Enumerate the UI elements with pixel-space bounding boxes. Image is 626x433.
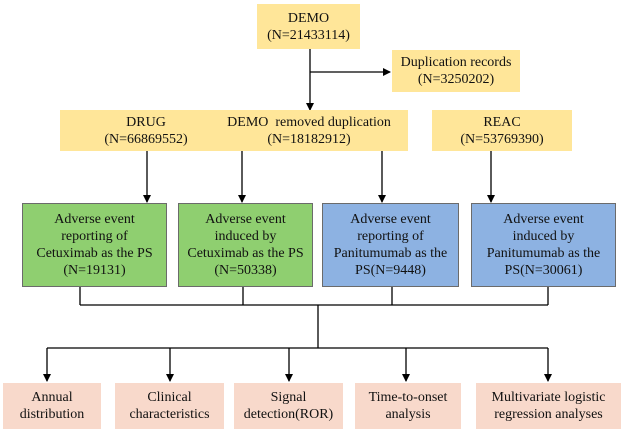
demo-box: DEMO (N=21433114) bbox=[257, 4, 360, 49]
box-line: PS(N=30061) bbox=[504, 263, 583, 278]
drug-title: DRUG bbox=[126, 114, 166, 130]
time-to-onset-box: Time-to-onset analysis bbox=[355, 383, 461, 429]
box-line: induced by bbox=[512, 229, 575, 244]
box-line: Annual bbox=[31, 390, 73, 405]
box-line: Panitumumab as the bbox=[486, 246, 601, 261]
box-line: Signal bbox=[270, 390, 307, 405]
drug-count: (N=66869552) bbox=[104, 131, 188, 147]
drug-box: DRUG (N=66869552) bbox=[60, 110, 232, 151]
reac-title: REAC bbox=[483, 114, 521, 130]
box-line: detection(ROR) bbox=[243, 407, 334, 422]
box-line: characteristics bbox=[129, 407, 210, 422]
box-line: (N=50338) bbox=[214, 263, 277, 278]
cetuximab-induced-box: Adverse event induced by Cetuximab as th… bbox=[178, 203, 313, 287]
panitumumab-reporting-box: Adverse event reporting of Panitumumab a… bbox=[322, 203, 459, 287]
cetuximab-reporting-box: Adverse event reporting of Cetuximab as … bbox=[22, 203, 167, 287]
box-line: PS(N=9448) bbox=[355, 263, 426, 278]
box-line: Multivariate logistic bbox=[491, 390, 606, 405]
box-line: Cetuximab as the PS bbox=[36, 246, 153, 261]
box-line: Adverse event bbox=[54, 212, 135, 227]
box-line: Adverse event bbox=[350, 212, 431, 227]
panitumumab-induced-box: Adverse event induced by Panitumumab as … bbox=[471, 203, 616, 287]
clinical-characteristics-box: Clinical characteristics bbox=[115, 383, 224, 429]
signal-detection-box: Signal detection(ROR) bbox=[234, 383, 343, 429]
annual-distribution-box: Annual distribution bbox=[3, 383, 101, 429]
box-line: reporting of bbox=[357, 229, 424, 244]
demo-removed-box: DEMO removed duplication (N=18182912) bbox=[210, 110, 408, 151]
box-line: regression analyses bbox=[494, 407, 603, 422]
box-line: Adverse event bbox=[503, 212, 584, 227]
duplication-box: Duplication records (N=3250202) bbox=[392, 50, 520, 92]
demo-removed-title: DEMO removed duplication bbox=[227, 114, 391, 130]
box-line: Time-to-onset bbox=[368, 390, 448, 405]
box-line: Clinical bbox=[147, 390, 192, 405]
box-line: Adverse event bbox=[205, 212, 286, 227]
box-line: Cetuximab as the PS bbox=[187, 246, 304, 261]
duplication-count: (N=3250202) bbox=[417, 72, 495, 87]
demo-title: DEMO bbox=[287, 10, 330, 26]
box-line: reporting of bbox=[61, 229, 128, 244]
box-line: (N=19131) bbox=[63, 263, 126, 278]
reac-box: REAC (N=53769390) bbox=[432, 110, 572, 151]
demo-removed-count: (N=18182912) bbox=[267, 131, 351, 147]
box-line: distribution bbox=[19, 407, 85, 422]
multivariate-logistic-box: Multivariate logistic regression analyse… bbox=[476, 383, 621, 429]
demo-count: (N=21433114) bbox=[267, 27, 350, 43]
reac-count: (N=53769390) bbox=[460, 131, 544, 147]
box-line: Panitumumab as the bbox=[333, 246, 448, 261]
duplication-title: Duplication records bbox=[400, 55, 512, 70]
box-line: analysis bbox=[385, 407, 431, 422]
box-line: induced by bbox=[214, 229, 277, 244]
